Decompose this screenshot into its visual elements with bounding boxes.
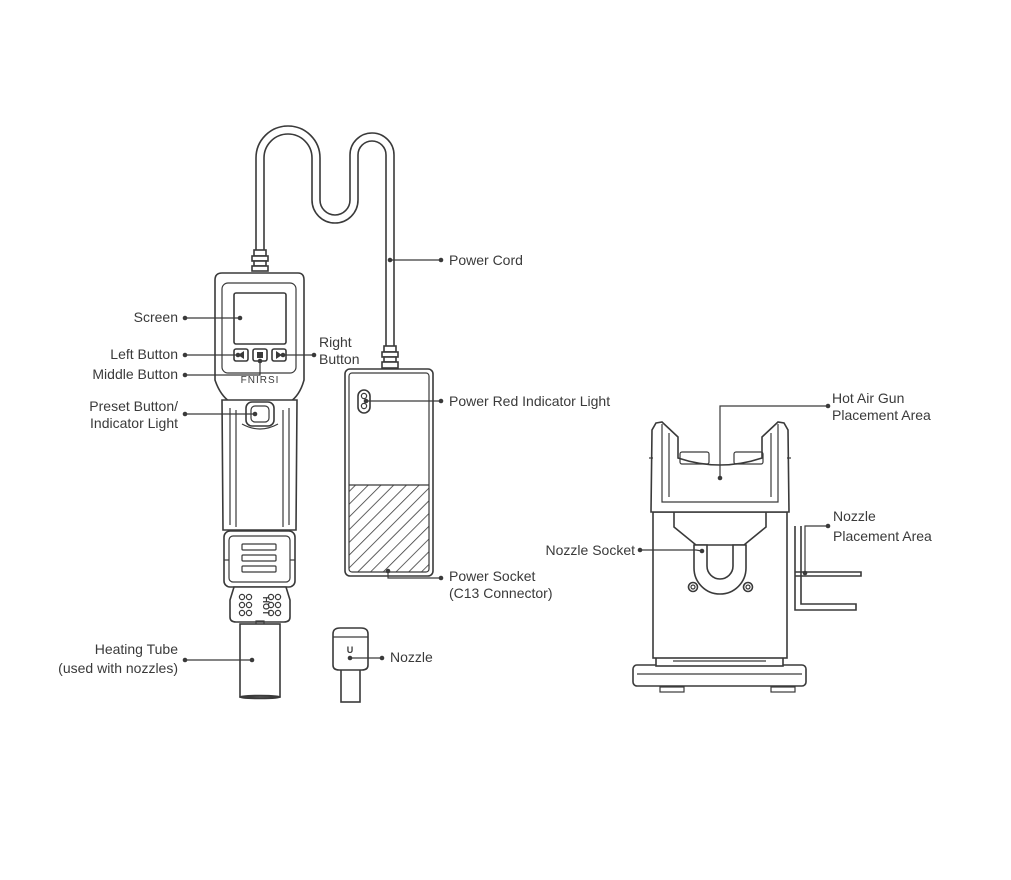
nozzle-mark: U xyxy=(347,645,354,655)
leader-lines xyxy=(182,257,831,663)
label-preset-line2: Indicator Light xyxy=(90,415,178,431)
hot-air-gun: FNIRSI HOT xyxy=(214,272,305,700)
nozzle-part: U xyxy=(332,627,369,703)
label-heating-tube-line1: Heating Tube xyxy=(95,641,178,657)
gun-cord-strain-relief xyxy=(251,249,269,272)
stand xyxy=(632,421,862,693)
adapter-grill xyxy=(349,485,429,572)
label-preset-line1: Preset Button/ xyxy=(89,398,178,414)
adapter-cord-strain-relief xyxy=(381,345,399,369)
brand-logo: FNIRSI xyxy=(241,375,280,386)
power-adapter xyxy=(344,368,434,577)
label-power-socket-line2: (C13 Connector) xyxy=(449,585,553,601)
hot-mark: HOT xyxy=(261,597,271,617)
label-hot-air-gun-line2: Placement Area xyxy=(832,407,931,423)
label-nozzle-placement-line2: Placement Area xyxy=(833,528,932,544)
label-right-button-line2: Button xyxy=(319,351,359,367)
label-power-socket-line1: Power Socket xyxy=(449,568,535,584)
power-cord xyxy=(255,125,395,346)
label-hot-air-gun-line1: Hot Air Gun xyxy=(832,390,904,406)
label-nozzle-socket: Nozzle Socket xyxy=(546,542,636,558)
label-power-cord: Power Cord xyxy=(449,252,523,268)
label-screen: Screen xyxy=(134,309,178,325)
label-left-button: Left Button xyxy=(110,346,178,362)
label-heating-tube-line2: (used with nozzles) xyxy=(58,660,178,676)
label-nozzle-placement-line1: Nozzle xyxy=(833,508,876,524)
label-right-button-line1: Right xyxy=(319,334,352,350)
callout-labels: Power Cord Screen Left Button Middle But… xyxy=(58,252,932,676)
label-power-indicator: Power Red Indicator Light xyxy=(449,393,610,409)
label-nozzle: Nozzle xyxy=(390,649,433,665)
label-middle-button: Middle Button xyxy=(92,366,178,382)
